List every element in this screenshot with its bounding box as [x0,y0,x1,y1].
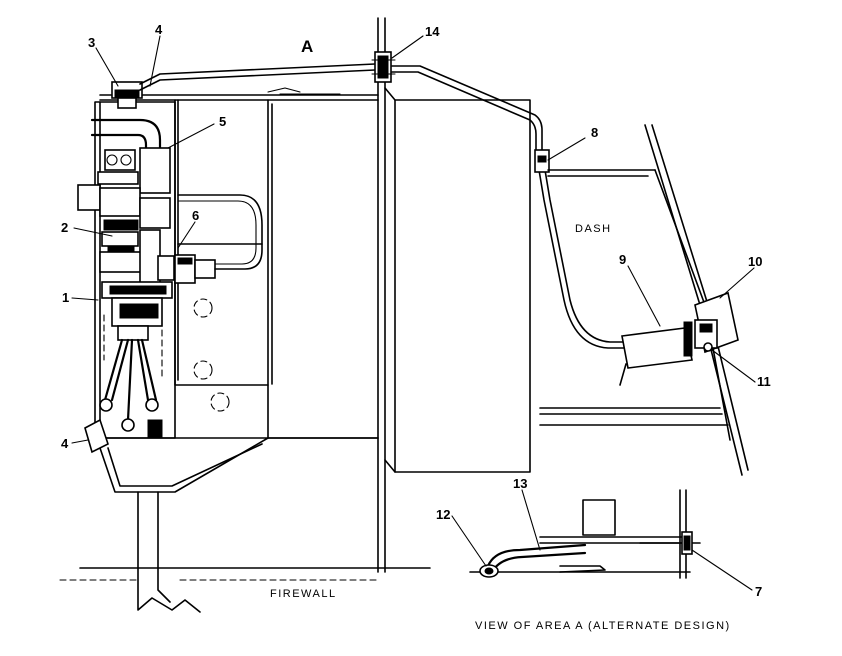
dash-label: DASH [575,223,612,235]
callout-8: 8 [591,125,598,140]
callout-2: 2 [61,220,68,235]
callout-4-bottom: 4 [61,436,69,451]
view-marker-a: A [301,37,313,56]
callout-10: 10 [748,254,762,269]
dash-panel [539,124,749,476]
callout-7: 7 [755,584,762,599]
alternate-design-view [469,489,701,579]
callout-5: 5 [219,114,226,129]
callout-13: 13 [513,476,527,491]
view-caption: VIEW OF AREA A (ALTERNATE DESIGN) [475,620,731,632]
brake-line [139,51,631,349]
callout-14: 14 [425,24,440,39]
callout-12: 12 [436,507,450,522]
valve-assembly [77,81,263,454]
leader-lines [71,35,756,591]
callout-9: 9 [619,252,626,267]
callout-6: 6 [192,208,199,223]
callout-1: 1 [62,290,69,305]
callout-11: 11 [757,374,771,389]
callout-4-top: 4 [155,22,163,37]
firewall-label: FIREWALL [270,588,337,600]
callout-3: 3 [88,35,95,50]
